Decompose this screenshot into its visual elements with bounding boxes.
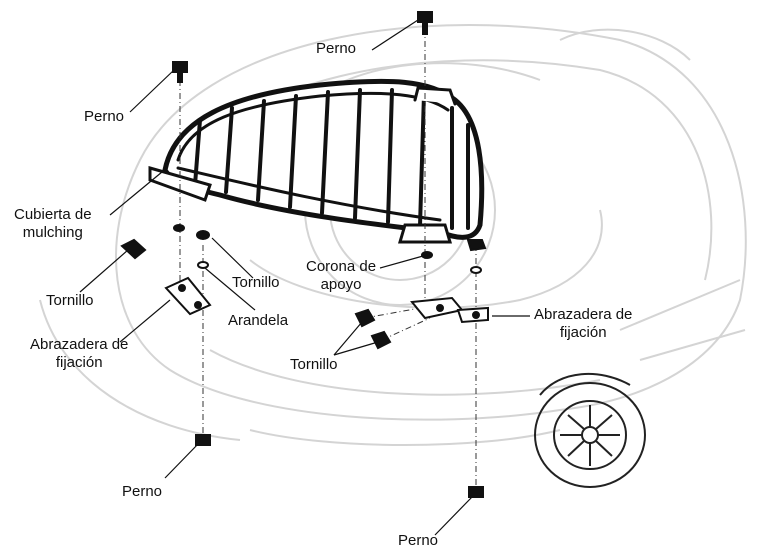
label-tornillo-right: Tornillo: [290, 356, 338, 373]
label-perno-top-left: Perno: [84, 108, 125, 125]
label-perno-bottom-left: Perno: [122, 483, 163, 500]
label-abrazadera-left: Abrazadera de fijación: [30, 336, 128, 372]
label-cubierta-line2: mulching: [22, 224, 83, 241]
label-corona-line1: Corona de: [306, 258, 377, 275]
label-tornillo-mid: Tornillo: [232, 274, 280, 291]
label-abrazadera-left-line2: fijación: [55, 354, 103, 371]
label-corona-de-apoyo: Corona de apoyo: [306, 258, 376, 294]
hardware-parts: [120, 11, 489, 498]
label-perno-bottom-center: Perno: [398, 532, 439, 549]
label-abrazadera-right: Abrazadera de fijación: [534, 306, 632, 342]
label-corona-line2: apoyo: [320, 276, 362, 293]
label-abrazadera-left-line1: Abrazadera de: [30, 336, 129, 353]
leader-lines: [79, 19, 530, 536]
label-cubierta-line1: Cubierta de: [14, 206, 92, 223]
wheel-drawing: [534, 372, 646, 488]
label-cubierta-de-mulching: Cubierta de mulching: [14, 206, 92, 242]
label-tornillo-left: Tornillo: [46, 292, 94, 309]
label-abrazadera-right-line2: fijación: [559, 324, 607, 341]
label-perno-top-center: Perno: [316, 40, 357, 57]
label-abrazadera-right-line1: Abrazadera de: [534, 306, 633, 323]
mulching-cover-drawing: [148, 78, 485, 244]
label-arandela: Arandela: [228, 312, 289, 329]
